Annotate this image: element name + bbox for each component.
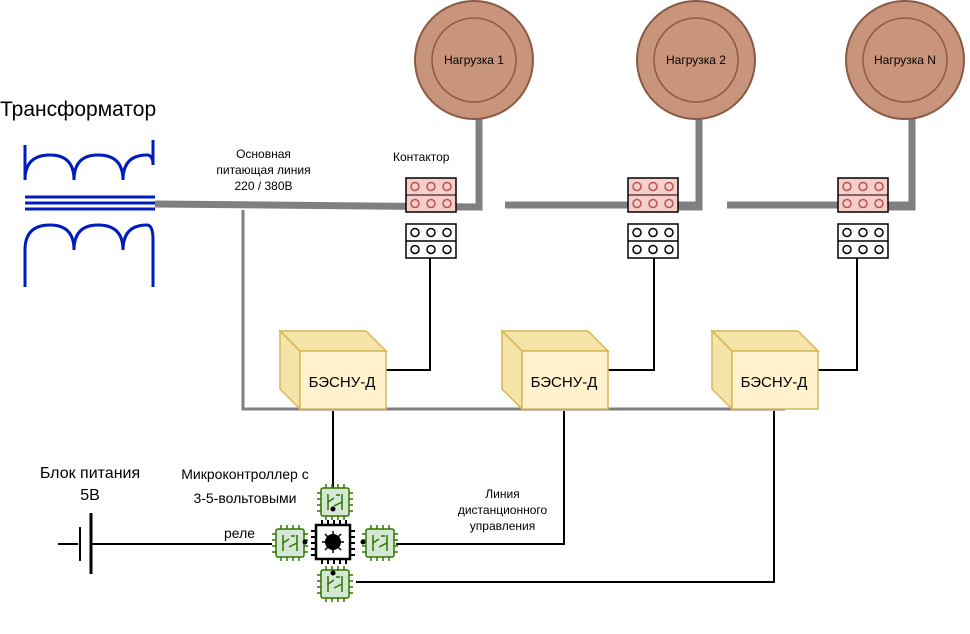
microcontroller-relay-label: реле [224, 525, 256, 541]
microcontroller-label: Микроконтроллер с 3-5-вольтовыми [160, 463, 330, 511]
control-box-label-1: БЭСНУ-Д [309, 374, 376, 391]
remote-line-label-line-3: управления [469, 519, 536, 534]
main-power-line [154, 200, 913, 211]
load-label-1: Нагрузка 1 [444, 53, 504, 67]
relay-right-icon [362, 525, 398, 561]
remote-line-label: Линия дистанционного управления [440, 486, 565, 535]
cpu-chip-icon [311, 520, 355, 564]
power-supply-icon [58, 513, 272, 574]
power-supply-label-line-2: 5В [80, 486, 100, 504]
contactor-control-lines [386, 258, 858, 371]
contactor-2 [627, 177, 679, 259]
control-box-label-3: БЭСНУ-Д [741, 374, 808, 391]
microcontroller-label-line-2: 3-5-вольтовыми [193, 489, 297, 506]
power-supply-label: Блок питания 5В [20, 463, 160, 506]
remote-line-label-line-2: дистанционного [457, 503, 548, 518]
power-supply-label-line-1: Блок питания [39, 465, 141, 482]
transformer-label: Трансформатор [0, 98, 157, 121]
relay-left-icon [272, 525, 308, 561]
contactor-1 [405, 177, 457, 259]
load-1 [414, 0, 534, 120]
relay-top-icon [317, 484, 353, 520]
contactor-label: Контактор [393, 150, 450, 164]
control-box-1 [278, 329, 388, 411]
transformer-icon [23, 140, 155, 287]
control-box-2 [500, 329, 610, 411]
control-box-label-2: БЭСНУ-Д [531, 374, 598, 391]
relay-bottom-icon [317, 566, 353, 602]
main-line-label-line-1: Основная [236, 147, 291, 161]
microcontroller [272, 484, 398, 602]
main-line-label-line-3: 220 / 380В [234, 179, 293, 194]
main-line-label: Основная питающая линия 220 / 380В [196, 146, 331, 195]
microcontroller-label-line-1: Микроконтроллер с [181, 466, 309, 482]
load-n [845, 0, 965, 120]
control-box-3 [710, 329, 820, 411]
remote-line-label-line-1: Линия [485, 487, 520, 501]
contactor-3 [837, 177, 889, 259]
main-line-label-line-2: питающая линия [216, 163, 311, 178]
load-label-n: Нагрузка N [874, 53, 936, 67]
load-2 [636, 0, 756, 120]
load-feed-lines [456, 118, 916, 211]
load-label-2: Нагрузка 2 [666, 53, 726, 67]
